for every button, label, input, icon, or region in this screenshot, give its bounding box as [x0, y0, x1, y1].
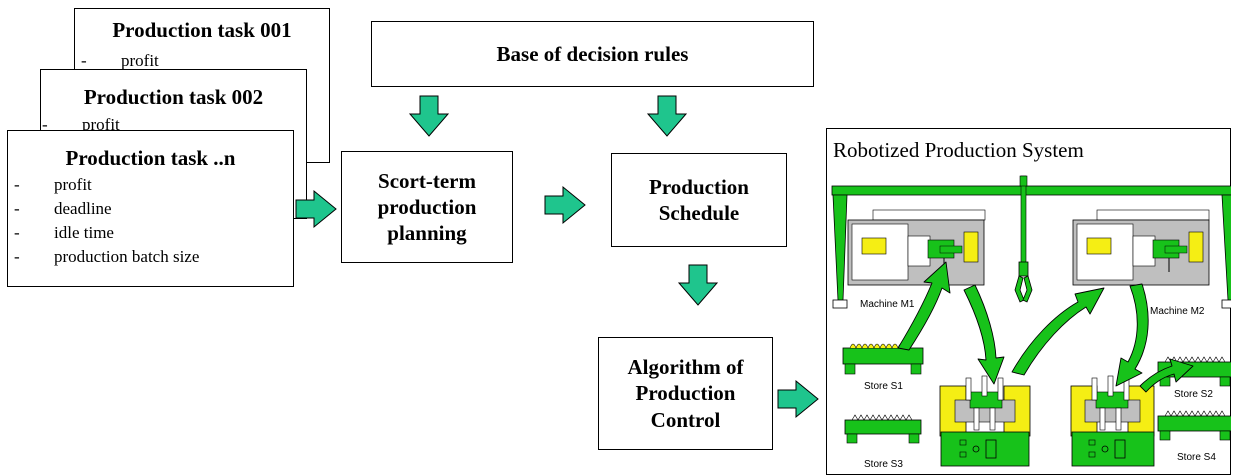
task-item: profit [8, 173, 199, 197]
gripper-column [1020, 175, 1027, 265]
task-title: Production task 001 [112, 18, 292, 42]
decision-rules-box: Base of decision rules [371, 21, 814, 87]
machine-m2-label: Machine M2 [1150, 306, 1205, 317]
task-item: deadline [8, 197, 199, 221]
arrow-schedule-to-control [678, 264, 718, 306]
store-s4-icon [1157, 410, 1231, 441]
gantry-foot-right [1221, 299, 1231, 309]
gantry-foot-left [832, 299, 848, 309]
task-item: production batch size [8, 245, 199, 269]
arrow-rules-to-schedule [647, 95, 687, 137]
task-title: Production task ..n [65, 146, 236, 170]
store-s3-label: Store S3 [864, 459, 903, 470]
arrow-rules-to-planning [409, 95, 449, 137]
machine-m1-label: Machine M1 [860, 299, 915, 310]
machine-m1-icon [847, 209, 986, 286]
planning-box: Scort-term production planning [341, 151, 513, 263]
gantry-beam [831, 185, 1231, 196]
decision-rules-label: Base of decision rules [496, 41, 689, 66]
transfer-arrow-store1-to-m1 [897, 261, 951, 351]
task-item: profit [75, 49, 159, 73]
robot-system-illustration: Machine M1 Machine M2 Store S1 [831, 175, 1231, 470]
transfer-arrow-station2-to-store2 [1139, 358, 1194, 393]
store-s1-label: Store S1 [864, 381, 903, 392]
workstation-1-icon [939, 375, 1031, 467]
workstation-2-icon [1070, 375, 1155, 467]
transfer-arrow-m1-to-station1 [963, 284, 1005, 385]
task-item: profit [36, 113, 120, 137]
machine-m2-icon [1072, 209, 1210, 286]
gripper-icon [1014, 261, 1033, 303]
schedule-label: Production Schedule [649, 174, 749, 225]
store-s3-icon [844, 414, 922, 444]
task-card-n: Production task ..n profit deadline idle… [7, 130, 294, 287]
transfer-arrow-m2-to-station2 [1115, 283, 1149, 387]
store-s2-label: Store S2 [1174, 389, 1213, 400]
task-title: Production task 002 [83, 85, 264, 109]
control-label: Algorithm of Production Control [627, 355, 744, 432]
store-s4-label: Store S4 [1177, 452, 1216, 463]
planning-label: Scort-term production planning [377, 168, 477, 246]
transfer-arrow-station1-to-m2 [1011, 287, 1105, 376]
task-item: idle time [8, 221, 199, 245]
control-box: Algorithm of Production Control [598, 337, 773, 450]
gantry-leg-left [832, 194, 848, 301]
arrow-planning-to-schedule [544, 186, 586, 224]
schedule-box: Production Schedule [611, 153, 787, 247]
gantry-leg-right [1221, 194, 1231, 301]
store-s1-icon [842, 343, 924, 375]
arrow-control-to-system [777, 380, 819, 418]
robot-system-title: Robotized Production System [833, 138, 1084, 162]
